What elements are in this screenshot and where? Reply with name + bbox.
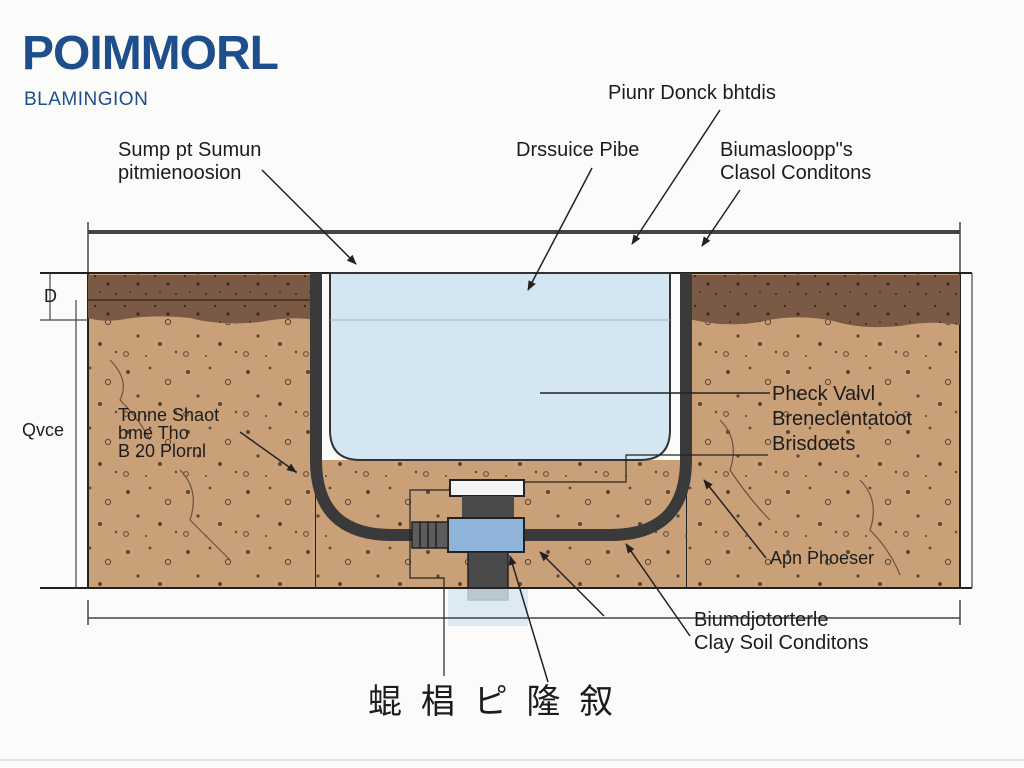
label-left-outer: Qvce — [22, 420, 65, 440]
label-left-inner-line3: B 20 Plornl — [118, 441, 207, 461]
sump-basin-water — [329, 272, 671, 461]
label-left-inner-line1: Tonne Shaot — [118, 405, 220, 425]
leader-clay-bottom-a — [539, 551, 605, 617]
label-discharge-pipe: Drssuice Pibe — [516, 139, 640, 161]
label-clay-bottom: Biumdjotorterle Clay Soil Conditons — [694, 609, 869, 655]
leader-clay-top — [701, 189, 741, 247]
label-left-inner-line2: bme Tho — [118, 423, 189, 443]
leader-caption-right — [508, 555, 549, 683]
leader-plant-check — [631, 109, 721, 245]
label-cjk-caption: 蜫 椙 ピ 隆 叙 — [368, 682, 618, 722]
label-sump-pit: Sump pt Sumun pitmienoosion — [118, 139, 261, 185]
label-clay-top-line2: Clasol Conditons — [720, 162, 872, 184]
valve-cap — [449, 479, 525, 497]
leader-brisdoets — [524, 454, 768, 483]
leader-discharge-pipe — [527, 167, 593, 291]
leader-caption-left — [409, 489, 450, 676]
label-clay-bottom-line2: Clay Soil Conditons — [694, 632, 869, 654]
leader-clay-bottom-b — [625, 543, 691, 637]
label-clay-top: Biumasloopp"s Clasol Conditons — [720, 139, 871, 185]
label-sump-pit-line1: Sump pt Sumun — [118, 139, 262, 161]
label-apron: Apn Phoeser — [770, 548, 875, 568]
label-check-valve-line1: Pheck Valvl — [772, 383, 876, 405]
label-left-inner: Tonne Shaot bme Tho B 20 Plornl — [118, 406, 219, 460]
brand-logo-title: POIMMORL — [22, 27, 279, 80]
check-valve-body — [447, 517, 525, 553]
label-check-valve-line3: Brisdoets — [772, 433, 856, 455]
label-check-valve-line2: Breneclentatoot — [772, 408, 913, 430]
label-side-marker: D — [44, 286, 57, 306]
leader-apron — [703, 479, 767, 559]
brand-logo-subtitle: BLAMINGION — [24, 89, 149, 110]
label-plant-check: Piunr Donck bhtdis — [608, 82, 776, 104]
leader-sump-pit — [261, 169, 357, 265]
leader-left-inner — [239, 431, 297, 473]
label-clay-bottom-line1: Biumdjotorterle — [694, 609, 829, 631]
label-check-valve: Pheck Valvl Breneclentatoot Brisdoets — [772, 382, 912, 457]
label-clay-top-line1: Biumasloopp"s — [720, 139, 853, 161]
label-sump-pit-line2: pitmienoosion — [118, 162, 242, 184]
